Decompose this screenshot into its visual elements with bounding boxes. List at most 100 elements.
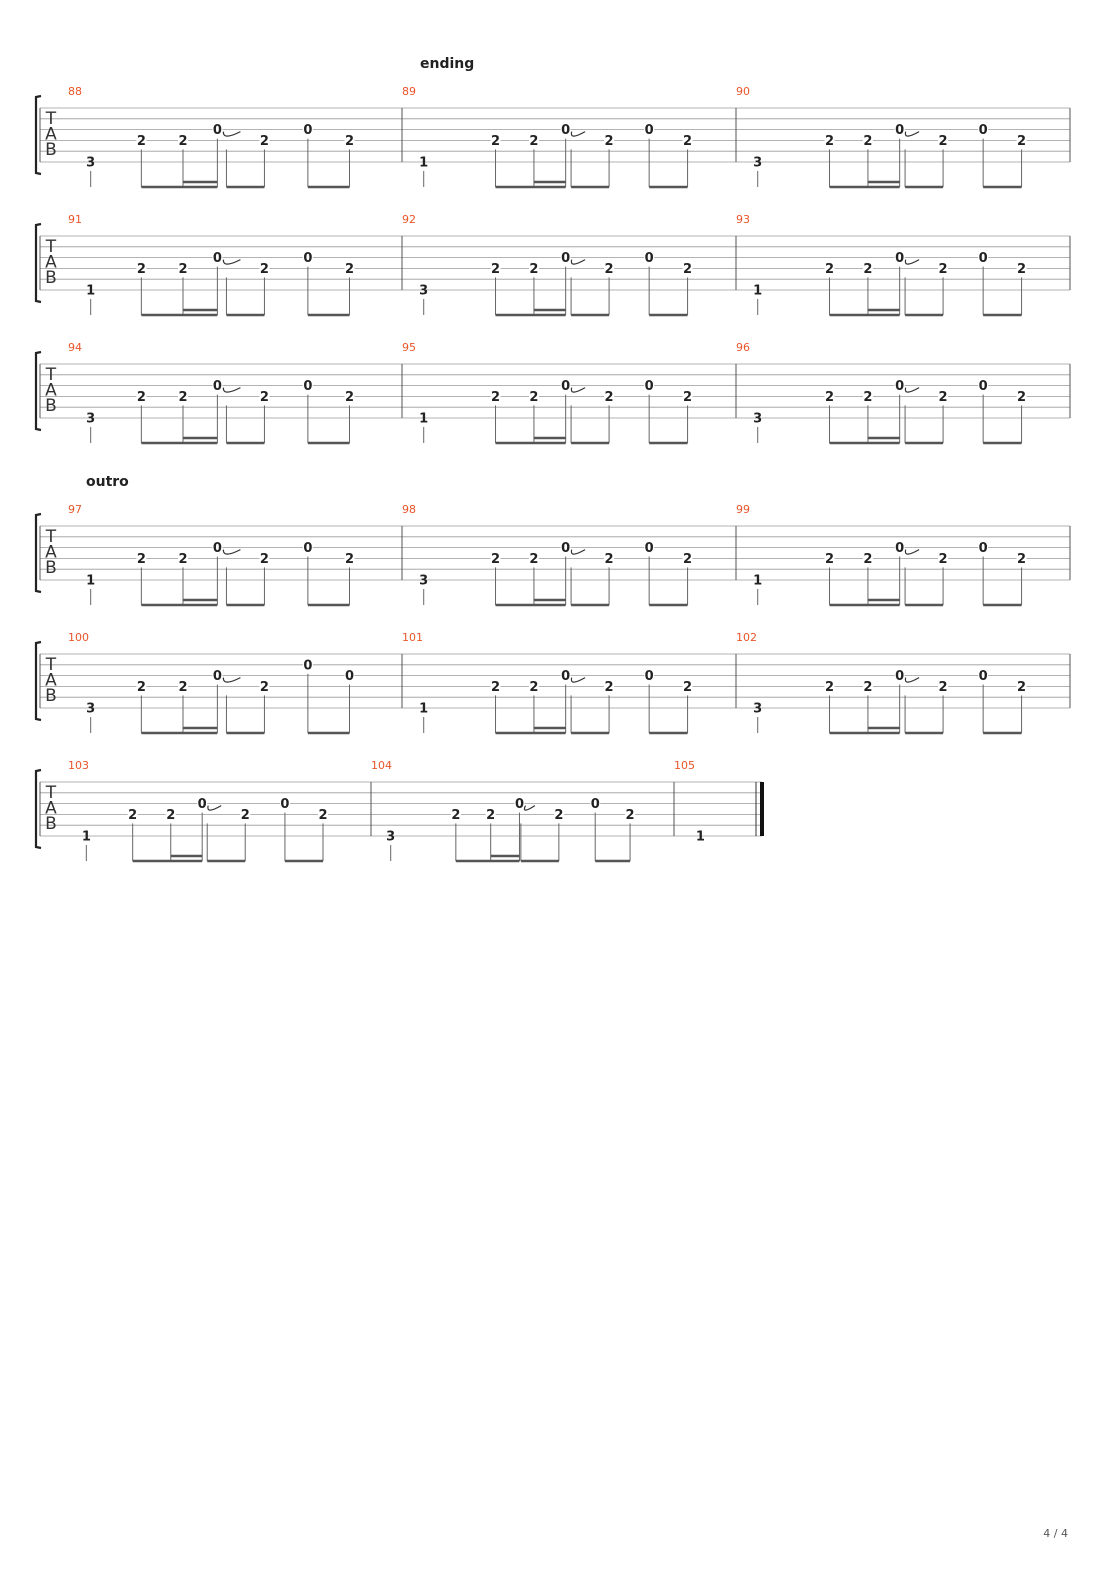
fret-number: 0 xyxy=(645,251,654,266)
fret-number: 2 xyxy=(683,680,692,695)
fret-number: 0 xyxy=(895,669,904,684)
fret-mask xyxy=(177,552,188,565)
measure-number: 88 xyxy=(68,85,82,98)
measure-number: 90 xyxy=(736,85,750,98)
fret-number: 2 xyxy=(825,552,834,567)
fret-mask xyxy=(344,134,355,147)
fret-number-bass: 3 xyxy=(419,284,428,299)
fret-number: 2 xyxy=(605,552,614,567)
measure-number: 91 xyxy=(68,213,82,226)
fret-number: 2 xyxy=(554,808,563,823)
fret-number: 0 xyxy=(561,123,570,138)
fret-mask xyxy=(560,379,571,392)
fret-number: 2 xyxy=(491,552,500,567)
fret-mask xyxy=(259,390,270,403)
tab-clef-letter: B xyxy=(45,140,57,160)
fret-number: 0 xyxy=(561,541,570,556)
fret-mask xyxy=(197,797,208,810)
fret-number: 2 xyxy=(137,552,146,567)
fret-mask xyxy=(862,552,873,565)
fret-number: 0 xyxy=(591,797,600,812)
fret-number: 2 xyxy=(939,134,948,149)
fret-mask xyxy=(528,134,539,147)
fret-mask xyxy=(938,134,949,147)
fret-mask xyxy=(938,390,949,403)
fret-number: 0 xyxy=(198,797,207,812)
fret-mask xyxy=(259,680,270,693)
fret-mask xyxy=(212,123,223,136)
tie-arc xyxy=(570,549,586,555)
tie-arc xyxy=(570,259,586,265)
fret-number: 2 xyxy=(825,390,834,405)
tie-arc xyxy=(904,387,920,393)
fret-number: 0 xyxy=(515,797,524,812)
measure-number: 96 xyxy=(736,341,750,354)
tie-arc xyxy=(222,677,241,683)
measure-number: 93 xyxy=(736,213,750,226)
measure-number: 98 xyxy=(402,503,416,516)
fret-number: 2 xyxy=(863,262,872,277)
tie-arc xyxy=(222,387,241,393)
fret-mask xyxy=(450,808,461,821)
tab-clef-letter: T xyxy=(45,527,57,547)
fret-mask xyxy=(894,251,905,264)
fret-mask xyxy=(862,680,873,693)
tie-arc xyxy=(222,131,241,137)
fret-number: 0 xyxy=(645,669,654,684)
fret-mask xyxy=(824,262,835,275)
fret-number: 2 xyxy=(137,134,146,149)
fret-mask xyxy=(644,123,655,136)
fret-number: 2 xyxy=(825,262,834,277)
fret-number: 2 xyxy=(260,680,269,695)
fret-number: 2 xyxy=(529,680,538,695)
fret-number: 2 xyxy=(683,262,692,277)
fret-mask xyxy=(560,123,571,136)
fret-mask xyxy=(514,797,525,810)
measure-number: 101 xyxy=(402,631,423,644)
fret-mask xyxy=(177,134,188,147)
fret-mask xyxy=(302,123,313,136)
measure-number: 97 xyxy=(68,503,82,516)
fret-number: 2 xyxy=(529,552,538,567)
tie-arc xyxy=(570,677,586,683)
fret-number: 0 xyxy=(561,251,570,266)
fret-mask xyxy=(644,251,655,264)
fret-mask xyxy=(644,541,655,554)
fret-mask xyxy=(1016,680,1027,693)
fret-mask xyxy=(604,262,615,275)
fret-number: 2 xyxy=(683,390,692,405)
fret-number: 2 xyxy=(345,552,354,567)
fret-number: 2 xyxy=(939,552,948,567)
fret-number: 2 xyxy=(626,808,635,823)
fret-number: 0 xyxy=(895,379,904,394)
fret-number: 0 xyxy=(303,379,312,394)
fret-mask xyxy=(490,680,501,693)
section-label: outro xyxy=(86,474,129,490)
tab-clef-letter: T xyxy=(45,365,57,385)
tab-clef-letter: B xyxy=(45,686,57,706)
tab-clef-letter: A xyxy=(45,543,57,563)
fret-number: 2 xyxy=(605,262,614,277)
fret-number-bass: 3 xyxy=(753,412,762,427)
fret-mask xyxy=(528,390,539,403)
fret-mask xyxy=(490,552,501,565)
tab-clef-letter: A xyxy=(45,253,57,273)
fret-number: 2 xyxy=(491,262,500,277)
fret-mask xyxy=(938,680,949,693)
fret-number: 2 xyxy=(605,390,614,405)
fret-number-bass: 3 xyxy=(86,412,95,427)
fret-number: 2 xyxy=(451,808,460,823)
fret-mask xyxy=(824,134,835,147)
fret-number: 2 xyxy=(318,808,327,823)
fret-mask xyxy=(682,134,693,147)
fret-number: 2 xyxy=(939,262,948,277)
fret-mask xyxy=(302,379,313,392)
